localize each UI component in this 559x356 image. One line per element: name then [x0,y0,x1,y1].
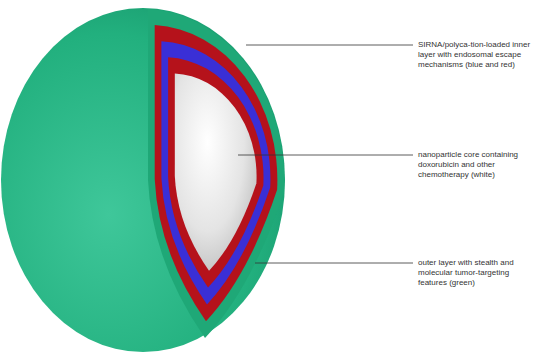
callout-label: nanoparticle core containing doxorubicin… [418,150,536,180]
leader-lines [238,45,413,263]
cutaway [148,9,284,338]
outer-red-layer [155,25,278,321]
callout-label: outer layer with stealth and molecular t… [418,258,536,288]
nanoparticle-core [175,73,257,270]
leader-line [246,45,413,46]
cut-shell-face [148,9,284,338]
leader-line [255,263,413,264]
inner-red-layer [168,57,263,287]
callout-label: SIRNA/polyca-tion-loaded inner layer wit… [418,40,536,70]
outer-sphere [1,8,285,352]
leader-line [238,155,413,156]
blue-layer [161,41,270,304]
